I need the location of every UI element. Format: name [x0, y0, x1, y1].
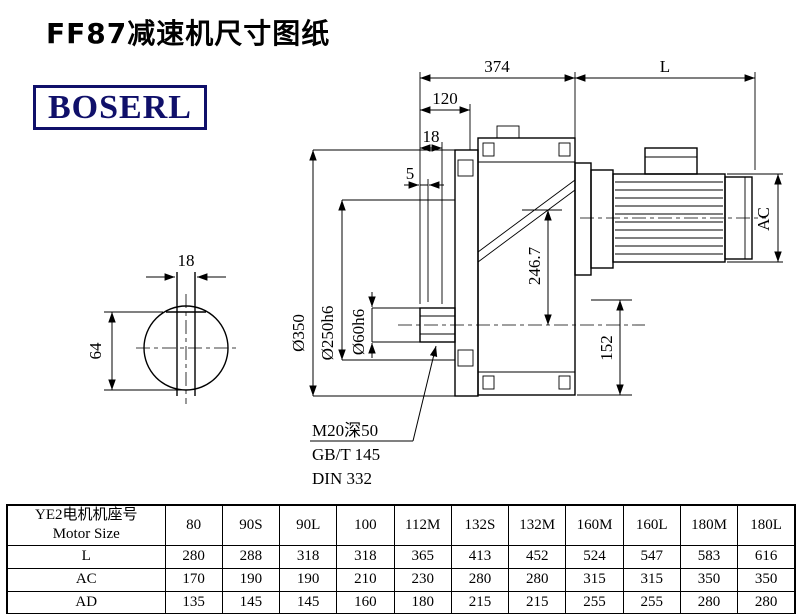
fan-cover [724, 176, 753, 260]
housing-bolt [558, 375, 571, 390]
value-cell: 350 [679, 567, 739, 592]
value-cell: 160 [336, 590, 395, 614]
brand-logo-text: BOSERL [48, 88, 192, 126]
flange-bolt-hole [457, 159, 474, 177]
column-header: 132M [508, 504, 567, 546]
table-row-L: L 280 288 318 318 365 413 452 524 547 58… [6, 544, 796, 569]
dim-152-label: 152 [597, 335, 616, 361]
housing-bolt [558, 142, 571, 157]
dim-keyway-width-label: 18 [178, 251, 195, 270]
table-row-AC: AC 170 190 190 210 230 280 280 315 315 3… [6, 567, 796, 592]
note-gbt-standard: GB/T 145 [312, 445, 380, 464]
value-cell: 280 [164, 544, 223, 569]
dim-flange-od-label: Ø350 [289, 314, 308, 352]
dim-374-label: 374 [484, 57, 510, 76]
value-cell: 255 [622, 590, 681, 614]
value-cell: 350 [737, 567, 796, 592]
terminal-box [644, 147, 698, 175]
column-header: 100 [336, 504, 395, 546]
value-cell: 318 [336, 544, 395, 569]
adapter-bell [590, 169, 614, 269]
dim-bore-label: Ø60h6 [349, 309, 368, 355]
row-label: AD [6, 590, 166, 614]
column-header: 160L [622, 504, 681, 546]
gear-unit-side-view [398, 125, 766, 397]
page-title: FF87减速机尺寸图纸 [46, 17, 331, 50]
table-header-row: YE2电机机座号 Motor Size 80 90S 90L 100 112M … [6, 504, 796, 546]
value-cell: 524 [565, 544, 624, 569]
value-cell: 135 [164, 590, 223, 614]
lifting-lug [496, 125, 520, 139]
motor-cooling-fins [615, 181, 723, 255]
adapter-flange [574, 162, 592, 276]
value-cell: 315 [565, 567, 624, 592]
value-cell: 190 [279, 567, 338, 592]
row-label: L [6, 544, 166, 569]
value-cell: 365 [393, 544, 452, 569]
value-cell: 145 [221, 590, 281, 614]
housing-bolt [482, 142, 495, 157]
table-header-en: Motor Size [52, 526, 120, 543]
column-header: 80 [164, 504, 223, 546]
value-cell: 145 [279, 590, 338, 614]
column-header: 180M [679, 504, 739, 546]
note-din-standard: DIN 332 [312, 469, 372, 488]
table-corner-cell: YE2电机机座号 Motor Size [6, 504, 166, 546]
dim-5-label: 5 [406, 164, 415, 183]
column-header: 112M [393, 504, 452, 546]
dim-spigot-label: Ø250h6 [318, 306, 337, 361]
note-thread: M20深50 [312, 421, 378, 440]
column-header: 132S [450, 504, 510, 546]
value-cell: 583 [679, 544, 739, 569]
value-cell: 170 [164, 567, 223, 592]
table-row-AD: AD 135 145 145 160 180 215 215 255 255 2… [6, 590, 796, 614]
value-cell: 230 [393, 567, 452, 592]
column-header: 90L [279, 504, 338, 546]
dim-AC-label: AC [754, 207, 773, 231]
dim-L-label: L [660, 57, 670, 76]
value-cell: 547 [622, 544, 681, 569]
thread-notes: M20深50 GB/T 145 DIN 332 [310, 345, 438, 488]
value-cell: 288 [221, 544, 281, 569]
flange-bolt-hole [457, 349, 474, 367]
column-header: 90S [221, 504, 281, 546]
column-header: 160M [565, 504, 624, 546]
value-cell: 315 [622, 567, 681, 592]
value-cell: 215 [508, 590, 567, 614]
dim-120-label: 120 [432, 89, 458, 108]
note-leader-line [412, 345, 438, 442]
housing-bolt [482, 375, 495, 390]
value-cell: 190 [221, 567, 281, 592]
table-header-cn: YE2电机机座号 [35, 507, 138, 524]
value-cell: 215 [450, 590, 510, 614]
value-cell: 180 [393, 590, 452, 614]
motor-size-table: YE2电机机座号 Motor Size 80 90S 90L 100 112M … [6, 504, 796, 614]
value-cell: 280 [737, 590, 796, 614]
column-header: 180L [737, 504, 796, 546]
row-label: AC [6, 567, 166, 592]
value-cell: 255 [565, 590, 624, 614]
value-cell: 210 [336, 567, 395, 592]
value-cell: 616 [737, 544, 796, 569]
dim-18-label: 18 [423, 127, 440, 146]
value-cell: 452 [508, 544, 567, 569]
dim-64-label: 64 [86, 342, 105, 360]
technical-drawing: 18 64 [86, 57, 783, 488]
value-cell: 280 [450, 567, 510, 592]
value-cell: 318 [279, 544, 338, 569]
dimension-annotations: 374 L 120 18 5 AC 246.7 [289, 57, 783, 397]
housing-slant-line [477, 179, 576, 253]
housing-slant-line [477, 189, 576, 263]
brand-logo-box: BOSERL [33, 85, 207, 130]
shaft-end-view: 18 64 [86, 251, 236, 404]
value-cell: 280 [508, 567, 567, 592]
value-cell: 413 [450, 544, 510, 569]
dim-246-7-label: 246.7 [525, 246, 544, 285]
value-cell: 280 [679, 590, 739, 614]
mounting-flange [454, 149, 479, 397]
